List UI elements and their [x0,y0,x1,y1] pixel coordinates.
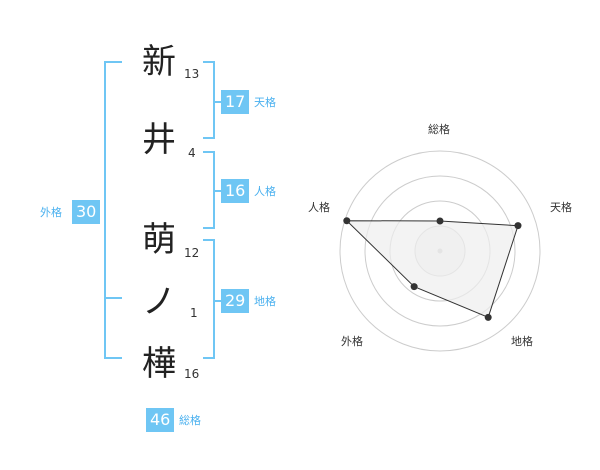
gaikaku-score: 30 [72,200,101,224]
tenkaku-label: 天格 [254,96,276,109]
soukaku-label: 総格 [179,414,201,427]
name-char-2: 井 [142,120,176,160]
stroke-count-5: 16 [184,367,200,381]
radar-series-polygon [345,220,519,318]
stroke-count-3: 12 [184,246,200,260]
name-char-3: 萌 [142,220,176,260]
jinkaku-label: 人格 [254,185,276,198]
radar-ring [364,175,516,327]
radar-point-2 [484,313,492,321]
radar-label-jinkaku: 人格 [308,201,330,214]
radar-label-tenkaku: 天格 [550,201,572,214]
jinkaku-bracket [203,151,215,229]
stroke-count-2: 4 [188,146,196,160]
chikaku-bracket [203,239,215,359]
gaikaku-bracket [104,61,122,359]
radar-point-0 [436,217,444,225]
tenkaku-bracket [203,61,215,139]
radar-label-soukaku: 総格 [428,123,450,136]
jinkaku-score: 16 [221,179,250,203]
chikaku-score: 29 [221,289,250,313]
chikaku-label: 地格 [254,295,276,308]
soukaku-score: 46 [146,408,175,432]
jinkaku-connector [215,190,221,192]
name-char-5: 樺 [142,344,176,384]
gaikaku-label: 外格 [40,206,62,219]
chikaku-connector [215,300,221,302]
radar-label-chikaku: 地格 [511,335,533,348]
gaikaku-bracket-tick [104,297,122,299]
name-char-1: 新 [142,42,176,82]
name-char-4: ノ [142,282,176,322]
stroke-count-1: 13 [184,67,200,81]
tenkaku-score: 17 [221,90,250,114]
radar-point-4 [343,217,351,225]
radar-label-gaikaku: 外格 [341,335,363,348]
radar-point-1 [514,222,522,230]
radar-ring [339,150,541,352]
radar-point-3 [410,283,418,291]
tenkaku-connector [215,101,221,103]
stroke-count-4: 1 [190,306,198,320]
